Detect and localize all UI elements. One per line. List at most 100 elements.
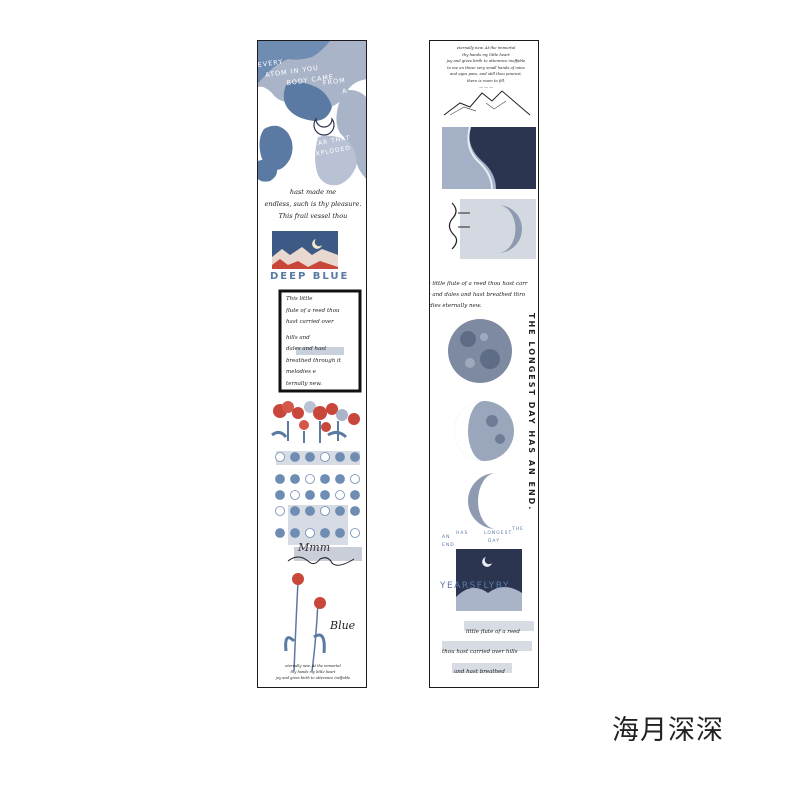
moon-phase-dot — [275, 452, 285, 462]
moon-phase-dot — [350, 452, 360, 462]
small-vertical-words: THE LONGEST DAY HAS AN END — [438, 527, 524, 551]
vertical-title: THE LONGEST DAY HAS AN END. — [527, 313, 536, 512]
poem-2-line-3: odies eternally new. — [429, 303, 482, 309]
right-header-text: eternally new. At the immortal thy hands… — [438, 45, 534, 91]
moon-phase-dot — [275, 490, 285, 500]
poem-1-line-2: endless, such is thy pleasure. — [264, 200, 362, 208]
framed-poem: This little flute of a reed thou hast ca… — [286, 294, 358, 390]
blue-word: Blue — [330, 619, 356, 632]
header-line-5: and ages pass, and still thou pourest, — [450, 71, 522, 76]
framed-line-4: hills and — [286, 334, 310, 341]
poem-1-line-3: This frail vessel thou — [278, 212, 348, 220]
framed-line-1: This little — [286, 296, 313, 302]
script-signature: Mmm — [298, 541, 331, 554]
moon-phase-dot — [305, 452, 315, 462]
highlight-bar-2 — [442, 641, 532, 651]
moon-phase-dot — [320, 452, 330, 462]
moon-square-block — [460, 199, 536, 259]
small-word-3: DAY — [488, 539, 500, 544]
small-word-2: LONGEST — [484, 531, 513, 536]
header-small-note: — — — — [479, 84, 493, 89]
moon-phase-dot — [290, 506, 300, 516]
wave-lines-icon — [448, 202, 458, 250]
moon-phase-dot — [290, 490, 300, 500]
grey-lower-blob — [315, 135, 357, 186]
night-hills — [456, 587, 522, 611]
poem-block-2: is little flute of a reed thou hast carr… — [429, 279, 538, 312]
grey-right-shape — [336, 90, 366, 179]
moon-phase-dot — [320, 474, 330, 484]
header-line-1: eternally new. At the immortal — [456, 45, 516, 50]
highlight-bar-1 — [464, 621, 534, 631]
small-word-5: AN — [442, 535, 451, 540]
bottom-line-1: little flute of a reed — [466, 629, 520, 635]
right-strip-art — [442, 90, 536, 673]
dark-sea — [469, 127, 536, 189]
moon-phase-dot — [305, 506, 315, 516]
moon-phase-dot — [320, 490, 330, 500]
header-line-2: thy hands my little heart — [462, 51, 510, 57]
moon-phase-dot — [350, 474, 360, 484]
small-word-4: HAS — [456, 531, 469, 536]
deep-blue-title: DEEP BLUE — [270, 271, 350, 282]
moon-phase-dot — [350, 506, 360, 516]
half-moon — [498, 205, 522, 253]
moon-phase-dot — [350, 490, 360, 500]
header-line-6: there is room to fill. — [466, 77, 506, 83]
product-caption: 海月深深 — [612, 715, 724, 746]
moon-phase-dot — [335, 506, 345, 516]
single-flowers-illustration — [284, 573, 326, 672]
moon-phase-dot — [350, 528, 360, 538]
red-mountains — [272, 259, 338, 269]
footer-line-3: joy and gives birth to utterance ineffab… — [275, 676, 351, 680]
washi-strip-left: EVERY ATOM IN YOU BODY CAME FROM A STAR … — [257, 40, 367, 688]
poem-frame — [278, 289, 362, 393]
moon-phase-dot — [275, 506, 285, 516]
years-fly-by-title: YEARSFLYBY — [440, 581, 510, 591]
crescent-moon-icon — [313, 117, 335, 136]
header-line-4: to me on these very small hands of mine — [447, 64, 525, 70]
moon-phase-dot — [305, 490, 315, 500]
footer-line-2: thy hands my little heart — [290, 670, 336, 674]
moon-phase-dots — [275, 452, 360, 538]
bottom-line-2: thou hast carried over hills — [442, 649, 518, 655]
moon-phase-dot — [320, 506, 330, 516]
moon-phase-dot — [335, 528, 345, 538]
full-moon — [448, 319, 512, 383]
moon-phase-dot — [320, 528, 330, 538]
crescent-moon-large — [468, 473, 496, 529]
framed-line-7: melodies e — [286, 369, 316, 375]
bottom-line-3: and hast breathed — [454, 669, 505, 675]
signature-swash — [287, 556, 355, 566]
poem-block-1: hast made me endless, such is thy pleasu… — [258, 186, 366, 222]
moon-phase-dot — [290, 528, 300, 538]
moon-phase-dot — [275, 528, 285, 538]
highlight-bar-3 — [452, 663, 512, 673]
moon-phase-dot — [305, 528, 315, 538]
red-flowers-illustration — [271, 401, 360, 443]
gibbous-moon — [454, 401, 514, 461]
poem-highlight — [296, 347, 344, 355]
framed-line-5: dales and hast — [286, 346, 327, 352]
mountain-sketch — [443, 90, 531, 116]
moon-phase-dot — [335, 474, 345, 484]
poem-2-line-2: is and dales and hast breathed thro — [429, 292, 526, 298]
framed-line-6: breathed through it — [286, 357, 341, 364]
small-blue-blob — [258, 159, 278, 182]
moon-phase-dot — [335, 452, 345, 462]
footer-line-1: eternally new. At the immortal — [285, 664, 341, 668]
small-word-6: END — [442, 543, 455, 548]
moon-phase-dot — [275, 474, 285, 484]
moon-phase-dot — [290, 474, 300, 484]
poem-2-line-1: is little flute of a reed thou hast carr — [429, 281, 528, 287]
left-footer-text: eternally new. At the immortal thy hands… — [262, 663, 364, 681]
washi-strip-right: eternally new. At the immortal thy hands… — [429, 40, 539, 688]
moon-phase-dot — [305, 474, 315, 484]
moon-phase-dot — [290, 452, 300, 462]
blue-shape — [258, 41, 330, 83]
framed-line-2: flute of a reed thou — [286, 307, 340, 314]
small-word-1: THE — [512, 527, 524, 532]
framed-line-3: hast carried over — [286, 319, 334, 325]
framed-line-8: ternally new. — [286, 380, 322, 387]
bottom-poem: little flute of a reed thou hast carried… — [436, 621, 536, 683]
